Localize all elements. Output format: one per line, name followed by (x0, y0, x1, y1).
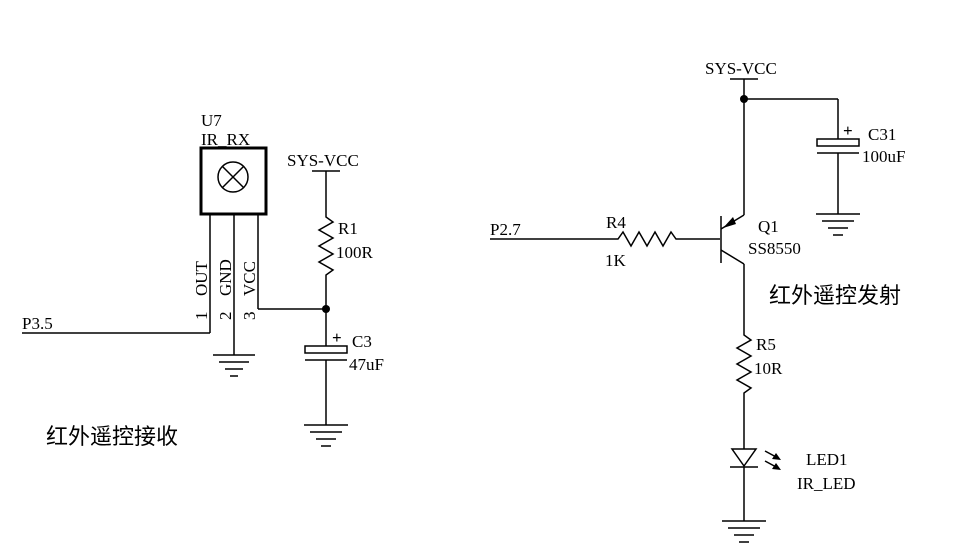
tx-supply-label: SYS-VCC (705, 59, 777, 78)
led1-diode-triangle (730, 448, 758, 468)
r1-resistor (317, 210, 335, 309)
ir-transmitter-circuit: SYS-VCC + C31 100uF P2.7 R4 1K Q1 SS8550 (490, 59, 905, 543)
u7-lens-cross-b (221, 165, 245, 189)
ir-receiver-circuit: U7 IR_RX 1 OUT 2 GND 3 VCC P3.5 SYS-VCC (22, 111, 384, 450)
pin1-name: OUT (192, 260, 211, 296)
c31-ref: C31 (868, 125, 896, 144)
u7-body (199, 146, 268, 216)
pin3-number: 3 (240, 312, 259, 321)
led1-emission-arrow-a (772, 453, 781, 460)
ground-symbol-u7 (213, 354, 255, 377)
led1-ref: LED1 (806, 450, 848, 469)
r4-ref: R4 (606, 213, 626, 232)
r4-value: 1K (605, 251, 627, 270)
transmitter-title: 红外遥控发射 (769, 284, 901, 309)
led1-emission-arrow-b (772, 463, 781, 470)
c31-value: 100uF (862, 147, 905, 166)
pin3-name: VCC (240, 261, 259, 296)
c31-polarity-mark: + (843, 121, 853, 140)
r5-value: 10R (754, 359, 783, 378)
r1-ref: R1 (338, 219, 358, 238)
q1-collector (720, 249, 745, 265)
r4-resistor (610, 230, 720, 248)
u7-value: IR_RX (201, 130, 250, 149)
led1-value: IR_LED (797, 474, 856, 493)
ground-symbol-c31 (816, 213, 860, 236)
c3-positive-plate (304, 345, 348, 354)
ground-symbol-led1 (722, 520, 766, 543)
q1-value: SS8550 (748, 239, 801, 258)
net-p27-label: P2.7 (490, 220, 521, 239)
r1-value: 100R (336, 243, 374, 262)
c3-polarity-mark: + (332, 328, 342, 347)
q1-emitter-arrow (723, 217, 736, 228)
rx-supply-label: SYS-VCC (287, 151, 359, 170)
r5-resistor (735, 328, 753, 440)
c3-value: 47uF (349, 355, 384, 374)
u7-lens-icon (217, 161, 249, 193)
net-p35-label: P3.5 (22, 314, 53, 333)
c31-positive-plate (816, 138, 860, 147)
r5-ref: R5 (756, 335, 776, 354)
u7-ref: U7 (201, 111, 222, 130)
pin2-name: GND (216, 259, 235, 296)
ground-symbol-c3 (304, 424, 348, 447)
q1-ref: Q1 (758, 217, 779, 236)
pin2-number: 2 (216, 312, 235, 321)
pin1-number: 1 (192, 312, 211, 321)
receiver-title: 红外遥控接收 (46, 425, 178, 450)
c3-ref: C3 (352, 332, 372, 351)
